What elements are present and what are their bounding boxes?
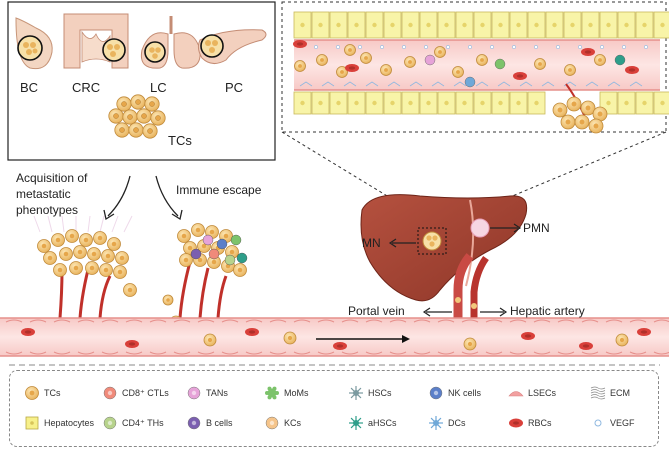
hepatocyte-row-top — [293, 11, 669, 39]
legend-item-ahsc: aHSCs — [348, 415, 397, 431]
legend-item-rbc: RBCs — [508, 415, 552, 431]
portal-vein — [453, 253, 474, 330]
legend-label: aHSCs — [368, 418, 397, 428]
immune-escape-tumor — [162, 223, 248, 329]
legend-label: HSCs — [368, 388, 392, 398]
hepatic-artery-label: Hepatic artery — [510, 304, 585, 318]
legend-item-hepatocyte: Hepatocytes — [24, 415, 94, 431]
vessel-endothelium — [5, 319, 669, 355]
legend-label: KCs — [284, 418, 302, 428]
hepatocyte-row-bottom — [293, 91, 669, 115]
metastatic-tumor — [33, 215, 137, 319]
ahsc-icon — [349, 416, 363, 430]
mn-label: MN — [362, 236, 381, 250]
metastatic-phenotype-arrow — [107, 175, 131, 217]
legend-item-vegf: VEGF — [590, 415, 635, 431]
legend-label: RBCs — [528, 418, 552, 428]
dc-icon — [429, 416, 443, 430]
legend-item-tumor-cell: TCs — [24, 385, 61, 401]
legend-label: VEGF — [610, 418, 635, 428]
tumor-cluster-label: TCs — [168, 133, 192, 148]
hsc-icon — [349, 386, 363, 400]
breast-organ-icon — [15, 17, 53, 70]
legend-label: DCs — [448, 418, 466, 428]
lsec-icon — [508, 391, 524, 397]
lung-organ-icon — [140, 16, 201, 69]
vegf-icon — [594, 419, 602, 427]
legend-item-cd4-th: CD4⁺ THs — [102, 415, 164, 431]
mom-icon — [265, 386, 279, 400]
legend-label: ECM — [610, 388, 630, 398]
cd8-ctl-icon — [103, 386, 117, 400]
legend-label: CD8⁺ CTLs — [122, 387, 169, 398]
tumor-cell-cluster — [108, 94, 166, 139]
pmn-label: PMN — [523, 221, 550, 235]
cancer-label-bc: BC — [20, 80, 39, 95]
nk-cell-icon — [429, 386, 443, 400]
legend-item-kc: KCs — [264, 415, 301, 431]
legend-item-tan: TANs — [186, 385, 228, 401]
tan-icon — [187, 386, 201, 400]
immune-escape-arrow — [155, 175, 179, 217]
legend-item-mom: MoMs — [264, 385, 309, 401]
cancer-label-lc: LC — [150, 80, 167, 95]
legend-label: NK cells — [448, 388, 482, 398]
rbc-icon — [509, 418, 523, 428]
sinusoid-cells — [293, 40, 648, 88]
tumor-cell-icon — [25, 386, 39, 400]
hepatic-artery — [470, 255, 489, 330]
ecm-icon — [590, 386, 606, 400]
liver-organ — [360, 194, 528, 302]
b-cell-icon — [187, 416, 201, 430]
metastatic-phenotype-text: Acquisition of metastatic phenotypes — [16, 171, 88, 217]
premetastatic-niche — [470, 218, 490, 238]
circulating-cells — [21, 328, 651, 351]
portal-vein-label: Portal vein — [348, 304, 405, 318]
legend-label: TANs — [206, 388, 228, 398]
cancer-label-pc: PC — [225, 80, 244, 95]
legend-label: TCs — [44, 388, 61, 398]
cd4-th-icon — [103, 416, 117, 430]
legend-item-ecm: ECM — [590, 385, 630, 401]
legend-label: CD4⁺ THs — [122, 417, 164, 428]
legend-label: MoMs — [284, 388, 309, 398]
legend-item-dc: DCs — [428, 415, 466, 431]
pancreas-organ-icon — [197, 29, 267, 64]
blood-vessel — [0, 318, 669, 356]
colon-organ-icon — [63, 13, 129, 69]
legend-label: Hepatocytes — [44, 418, 95, 428]
hepatocyte-icon — [25, 416, 39, 430]
legend-item-b-cell: B cells — [186, 415, 233, 431]
legend-label: B cells — [206, 418, 233, 428]
cancer-label-crc: CRC — [72, 80, 101, 95]
kc-icon — [265, 416, 279, 430]
legend-item-cd8-ctl: CD8⁺ CTLs — [102, 385, 169, 401]
legend-item-hsc: HSCs — [348, 385, 392, 401]
liver-zoom-region — [417, 227, 447, 255]
legend-item-lsec: LSECs — [508, 385, 556, 401]
invading-tumor-cluster — [552, 83, 608, 134]
legend-label: LSECs — [528, 388, 557, 398]
legend: TCs CD8⁺ CTLs TANs MoMs HSCs NK cells LSECs ECM… — [9, 370, 659, 447]
immune-escape-text: Immune escape — [176, 183, 262, 197]
legend-item-nk-cell: NK cells — [428, 385, 481, 401]
